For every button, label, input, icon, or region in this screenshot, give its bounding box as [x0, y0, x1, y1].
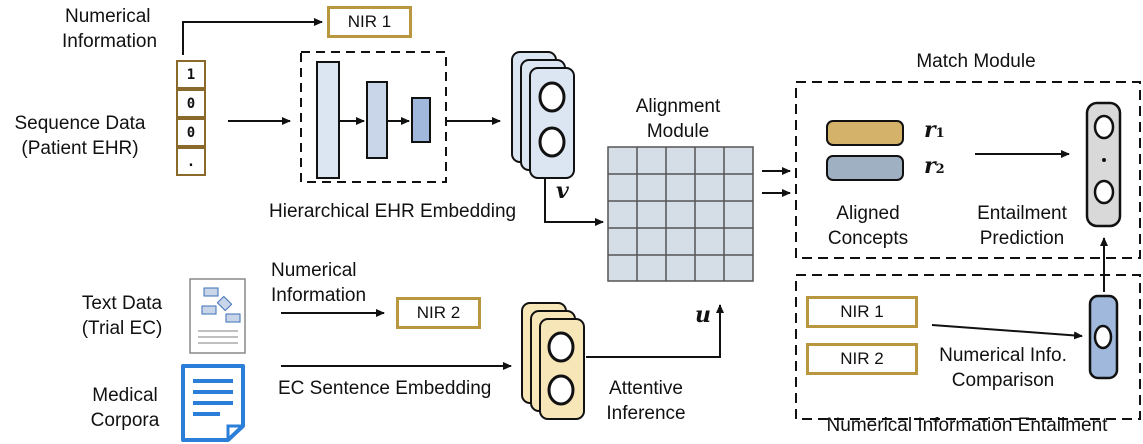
- alignment-grid: [607, 146, 754, 282]
- embedding-layer-3: [411, 97, 431, 143]
- text-document-icon: [189, 278, 246, 354]
- nir1-entail-box: NIR 1: [806, 296, 918, 328]
- numerical-entailment-box: [795, 274, 1141, 420]
- ec-vector-stack: [521, 302, 585, 420]
- match-module-box: [795, 81, 1141, 259]
- v-to-alignment-arrow: [544, 178, 604, 226]
- r1-bar: [826, 120, 904, 146]
- nir-comparison-arrow: [931, 324, 1083, 340]
- text-data-label: Text Data: [81, 293, 163, 314]
- hierarchical-embedding-label: Hierarchical EHR Embedding: [269, 201, 517, 222]
- r1-symbol: r1: [924, 117, 945, 143]
- hierarchical-embedding-box: [300, 51, 447, 183]
- numerical-output-node: [1088, 294, 1119, 380]
- r2-symbol: r2: [924, 153, 945, 179]
- ehr-vector-stack: [511, 51, 575, 179]
- attentive-inference-label-2: Inference: [606, 403, 686, 424]
- embedding-layer-2: [366, 81, 388, 159]
- numerical-info-label-top-2: Information: [62, 31, 158, 52]
- sequence-cell: 0: [176, 89, 206, 118]
- medical-corpora-icon: [181, 364, 245, 442]
- r2-bar: [826, 155, 904, 181]
- attentive-inference-label: Attentive: [609, 378, 683, 399]
- numerical-info-label-bottom-2: Information: [271, 285, 367, 306]
- aligned-concepts-label-2: Concepts: [827, 228, 909, 249]
- text-data-sublabel: (Trial EC): [81, 318, 163, 339]
- aligned-concepts-label: Aligned: [836, 203, 900, 224]
- entailment-prediction-label: Entailment: [977, 203, 1067, 224]
- nir1-top-label: NIR 1: [347, 12, 392, 31]
- numerical-entailment-title: Numerical Information Entailment: [826, 415, 1108, 436]
- alignment-module-label: Alignment: [635, 96, 721, 117]
- entailment-prediction-label-2: Prediction: [979, 228, 1065, 249]
- sequence-cell: .: [176, 147, 206, 176]
- match-module-title: Match Module: [916, 51, 1036, 72]
- sequence-cell: 1: [176, 60, 206, 89]
- ec-sentence-embedding-label: EC Sentence Embedding: [278, 378, 492, 399]
- u-symbol: u: [695, 302, 711, 328]
- entailment-output-node: [1085, 101, 1122, 228]
- embedding-layer-1: [316, 61, 340, 179]
- numerical-info-label-bottom: Numerical: [271, 260, 357, 281]
- nir2-label: NIR 2: [416, 303, 461, 322]
- nir2-entail-box: NIR 2: [806, 343, 918, 375]
- medical-corpora-label: Medical: [92, 385, 158, 406]
- nir2-box: NIR 2: [396, 297, 481, 329]
- sequence-data-label: Sequence Data: [14, 113, 146, 134]
- numerical-info-label-top: Numerical: [65, 6, 151, 27]
- u-to-alignment-arrow: [586, 304, 724, 358]
- v-symbol: v: [556, 178, 569, 204]
- nir2-entail-label: NIR 2: [840, 349, 884, 368]
- nir1-entail-label: NIR 1: [840, 302, 884, 321]
- nir1-top-box: NIR 1: [327, 6, 412, 38]
- numerical-comparison-label-2: Comparison: [951, 370, 1055, 391]
- alignment-module-label-2: Module: [646, 121, 710, 142]
- sequence-data-sublabel: (Patient EHR): [21, 138, 139, 159]
- medical-corpora-label-2: Corpora: [90, 410, 160, 431]
- sequence-cell: 0: [176, 118, 206, 147]
- numerical-to-nir1-arrow: [182, 18, 323, 55]
- numerical-comparison-label: Numerical Info.: [939, 345, 1067, 366]
